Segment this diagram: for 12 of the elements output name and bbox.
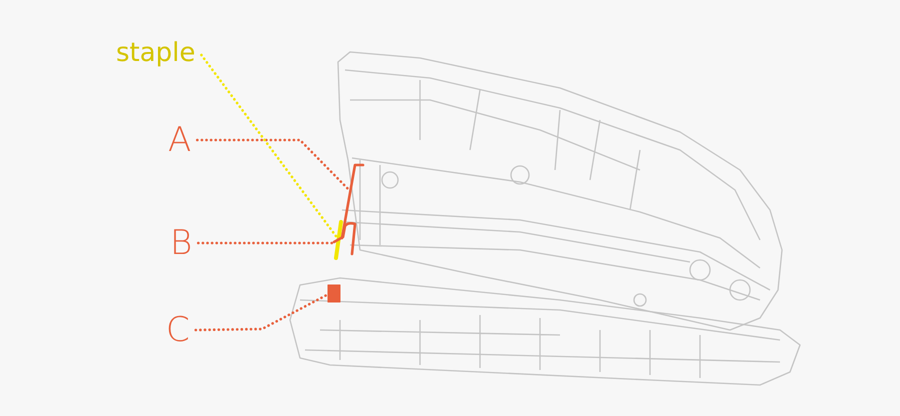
part-label: C: [166, 313, 190, 347]
leader-line: [196, 138, 350, 192]
leader-line: [200, 54, 339, 240]
part-label: B: [170, 226, 192, 260]
part-label: A: [168, 123, 192, 157]
part-label: staple: [116, 40, 196, 66]
staple-guide: [332, 222, 356, 256]
staple-wire: [334, 220, 343, 260]
leader-line: [194, 293, 330, 332]
driver-blade: [340, 164, 364, 240]
anvil-block: [328, 284, 340, 302]
leader-line: [196, 242, 336, 244]
